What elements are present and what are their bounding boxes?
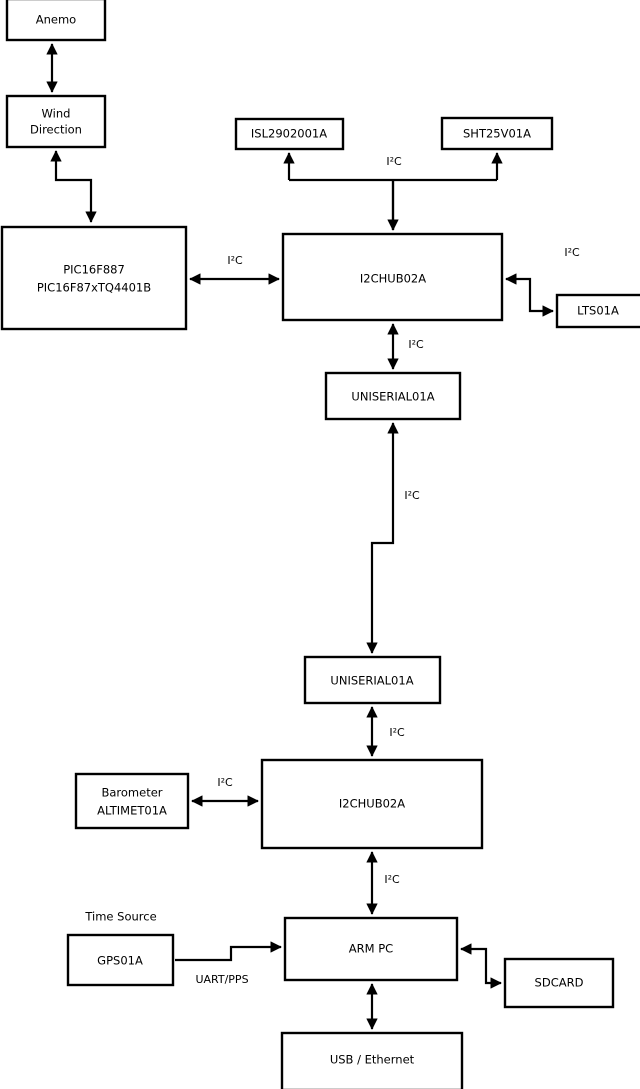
node-isl2902001a-label: ISL2902001A bbox=[251, 127, 327, 141]
edge-label-i2c-hub-lts: I²C bbox=[564, 246, 580, 259]
edge-label-i2c-sensors: I²C bbox=[386, 155, 402, 168]
node-gps01a-label: GPS01A bbox=[97, 954, 143, 968]
node-uniserial01a-top[interactable]: UNISERIAL01A bbox=[324, 371, 462, 421]
node-uniserial01a-top-label: UNISERIAL01A bbox=[351, 390, 434, 404]
node-sdcard[interactable]: SDCARD bbox=[503, 957, 615, 1009]
label-time-source: Time Source bbox=[84, 910, 156, 924]
node-barometer-altimet01a[interactable]: Barometer ALTIMET01A bbox=[74, 772, 190, 830]
node-i2chub02a-top-label: I2CHUB02A bbox=[360, 272, 426, 286]
node-pic-microcontroller[interactable]: PIC16F887 PIC16F87xTQ4401B bbox=[0, 225, 188, 331]
connection-arm-pc-sdcard bbox=[460, 943, 502, 989]
node-lts01a[interactable]: LTS01A bbox=[555, 293, 640, 329]
edge-label-i2c-uniserial-hub-bottom: I²C bbox=[389, 726, 405, 739]
node-wind-direction-label-line2: Direction bbox=[30, 123, 82, 137]
node-uniserial01a-bottom[interactable]: UNISERIAL01A bbox=[303, 655, 442, 705]
node-usb-ethernet[interactable]: USB / Ethernet bbox=[280, 1031, 464, 1089]
connection-gps-arm-pc bbox=[175, 941, 282, 962]
node-lts01a-label: LTS01A bbox=[577, 304, 619, 318]
node-isl2902001a[interactable]: ISL2902001A bbox=[234, 117, 345, 151]
node-pic-label-line1: PIC16F887 bbox=[63, 263, 125, 277]
node-anemo-label: Anemo bbox=[36, 13, 76, 27]
node-barometer-label-line2: ALTIMET01A bbox=[97, 804, 167, 818]
edge-label-i2c-hub-arm-pc: I²C bbox=[384, 873, 400, 886]
node-gps01a[interactable]: GPS01A bbox=[66, 933, 175, 987]
connection-wind-direction-pic bbox=[50, 150, 97, 223]
node-i2chub02a-bottom[interactable]: I2CHUB02A bbox=[260, 758, 484, 850]
node-anemo[interactable]: Anemo bbox=[5, 0, 107, 42]
edge-label-i2c-barometer-hub: I²C bbox=[217, 776, 233, 789]
edge-label-i2c-hub-uniserial: I²C bbox=[408, 338, 424, 351]
node-wind-direction-label-line1: Wind bbox=[42, 107, 71, 121]
node-arm-pc[interactable]: ARM PC bbox=[283, 916, 459, 982]
node-usb-ethernet-label: USB / Ethernet bbox=[330, 1053, 415, 1067]
connection-i2chub-top-lts bbox=[505, 273, 554, 317]
node-i2chub02a-top[interactable]: I2CHUB02A bbox=[281, 232, 504, 322]
node-arm-pc-label: ARM PC bbox=[349, 942, 393, 956]
node-pic-label-line2: PIC16F87xTQ4401B bbox=[37, 281, 151, 295]
edge-label-uart-pps: UART/PPS bbox=[195, 973, 248, 986]
node-wind-direction[interactable]: Wind Direction bbox=[5, 94, 107, 149]
node-sdcard-label: SDCARD bbox=[535, 976, 584, 990]
node-uniserial01a-bottom-label: UNISERIAL01A bbox=[330, 674, 413, 688]
node-i2chub02a-bottom-label: I2CHUB02A bbox=[339, 797, 405, 811]
node-barometer-label-line1: Barometer bbox=[101, 786, 162, 800]
node-sht25v01a[interactable]: SHT25V01A bbox=[440, 116, 554, 151]
node-sht25v01a-label: SHT25V01A bbox=[463, 127, 531, 141]
connection-uniserial-top-uniserial-bottom bbox=[366, 422, 399, 654]
edge-label-i2c-pic-hub: I²C bbox=[227, 254, 243, 267]
edge-label-i2c-uniserial-uniserial: I²C bbox=[404, 489, 420, 502]
connection-i2chub-top-sensors bbox=[283, 152, 503, 231]
